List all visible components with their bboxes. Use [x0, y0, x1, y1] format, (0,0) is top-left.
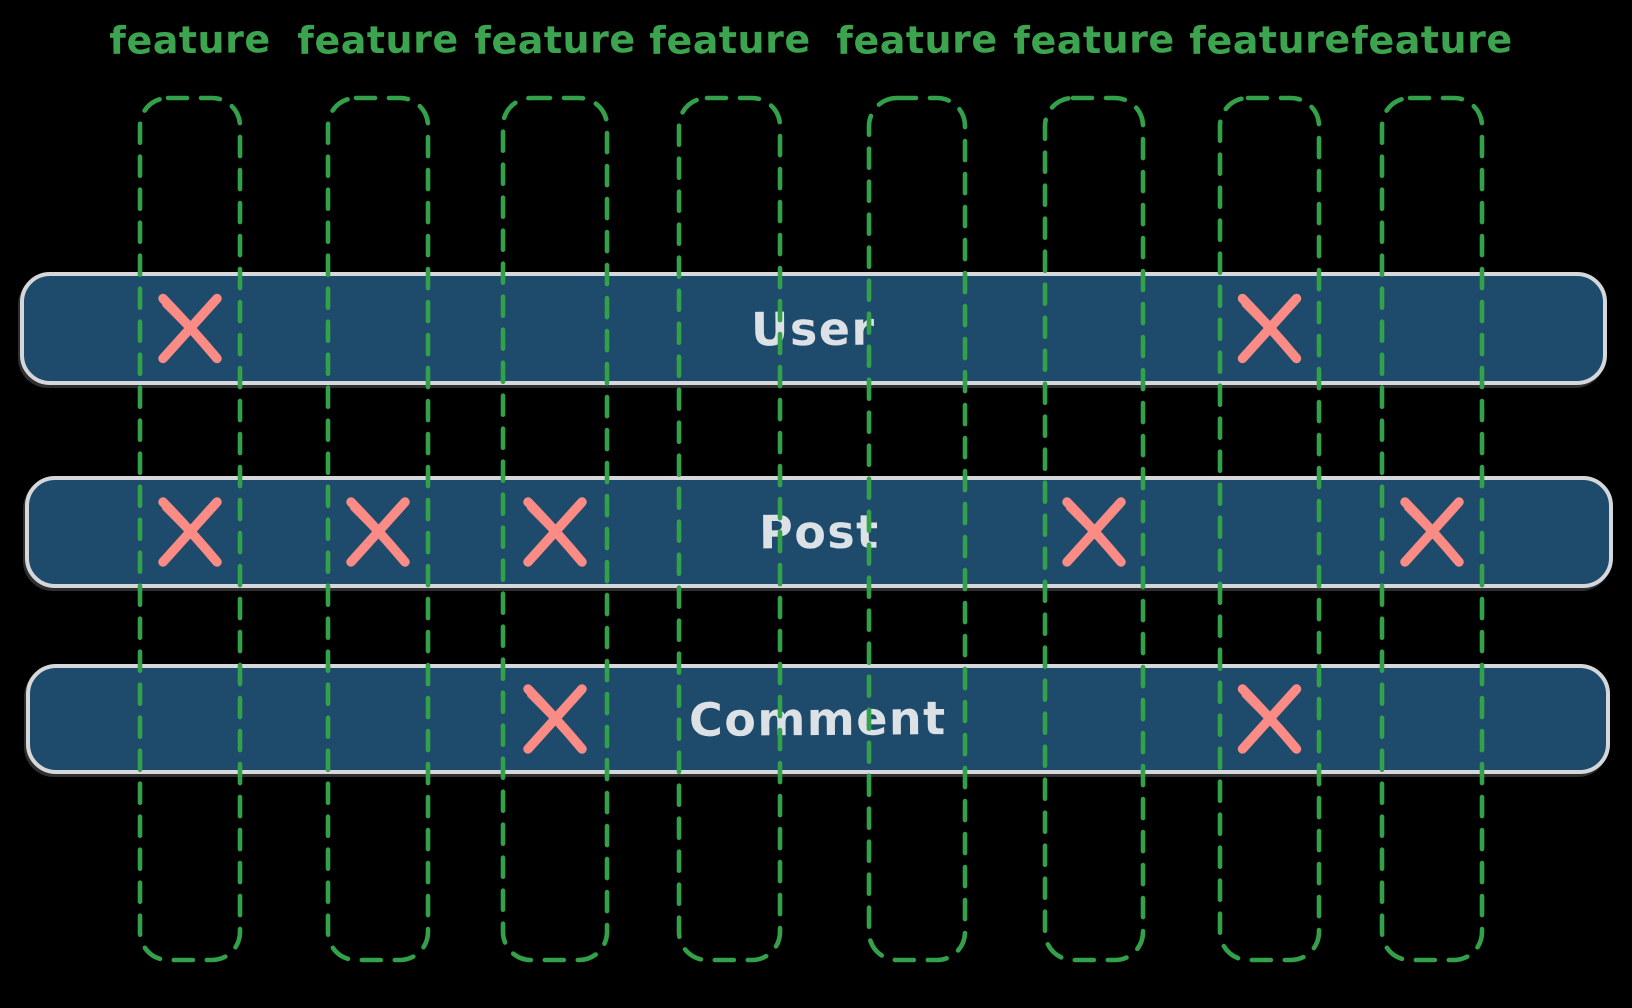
feature-column-7 — [1217, 95, 1322, 963]
x-mark-post-feature-2 — [346, 497, 410, 567]
entity-bar-post: Post — [25, 476, 1613, 588]
feature-column-2 — [325, 95, 431, 963]
x-mark-post-feature-1 — [158, 497, 222, 567]
feature-column-6 — [1042, 95, 1146, 963]
feature-column-label-2: feature — [297, 17, 459, 63]
x-mark-user-feature-1 — [158, 293, 222, 364]
entity-bar-comment: Comment — [26, 664, 1610, 774]
x-mark-comment-feature-3 — [523, 684, 587, 754]
feature-column-label-1: feature — [109, 17, 271, 63]
x-mark-post-feature-6 — [1062, 497, 1126, 567]
feature-column-3 — [500, 95, 610, 963]
feature-column-1 — [137, 95, 243, 963]
feature-column-8 — [1379, 95, 1485, 963]
feature-column-label-7: feature — [1188, 17, 1351, 63]
feature-column-label-4: feature — [648, 17, 811, 63]
x-mark-comment-feature-7 — [1237, 684, 1302, 754]
x-mark-post-feature-8 — [1400, 497, 1464, 567]
feature-column-label-5: feature — [836, 17, 998, 63]
x-mark-post-feature-3 — [523, 497, 587, 567]
feature-column-label-6: feature — [1013, 17, 1175, 63]
entity-bar-user: User — [20, 272, 1607, 385]
feature-column-label-8: feature — [1351, 17, 1513, 63]
feature-column-4 — [676, 95, 783, 963]
feature-column-5 — [866, 95, 968, 963]
feature-column-label-3: feature — [474, 17, 636, 63]
x-mark-user-feature-7 — [1237, 293, 1302, 364]
